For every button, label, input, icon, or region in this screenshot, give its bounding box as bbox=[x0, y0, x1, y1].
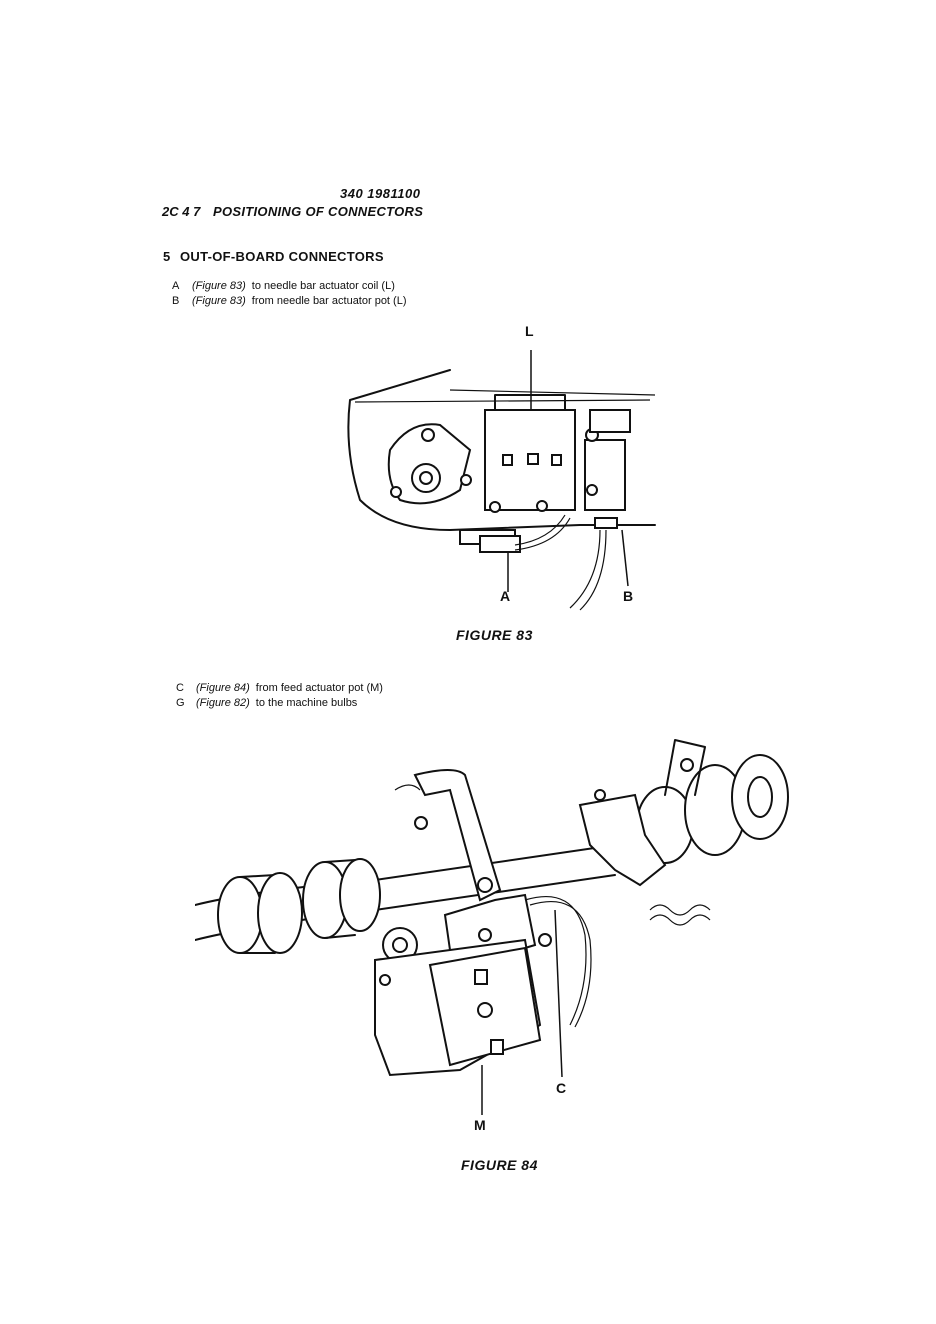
list-item: B(Figure 83) from needle bar actuator pot… bbox=[172, 295, 407, 307]
figure-reference: (Figure 82) bbox=[196, 697, 250, 709]
section-code: 2C 4 7 bbox=[162, 204, 200, 219]
subsection-number: 5 bbox=[163, 249, 170, 264]
item-letter: B bbox=[172, 295, 192, 307]
figure-83-caption: FIGURE 83 bbox=[456, 627, 533, 643]
item-letter: G bbox=[176, 697, 196, 709]
callout-label-c: C bbox=[556, 1080, 566, 1096]
item-text: to needle bar actuator coil (L) bbox=[252, 280, 395, 292]
list-item: G(Figure 82) to the machine bulbs bbox=[176, 697, 357, 709]
list-item: C(Figure 84) from feed actuator pot (M) bbox=[176, 682, 383, 694]
callout-label-a: A bbox=[500, 588, 510, 604]
document-number: 340 1981100 bbox=[340, 186, 420, 201]
item-letter: C bbox=[176, 682, 196, 694]
callout-label-m: M bbox=[474, 1117, 486, 1133]
figure-83-illustration bbox=[330, 340, 660, 620]
subsection-title: OUT-OF-BOARD CONNECTORS bbox=[180, 249, 384, 264]
figure-84-caption: FIGURE 84 bbox=[461, 1157, 538, 1173]
callout-label-b: B bbox=[623, 588, 633, 604]
item-text: to the machine bulbs bbox=[256, 697, 358, 709]
figure-reference: (Figure 84) bbox=[196, 682, 250, 694]
item-letter: A bbox=[172, 280, 192, 292]
figure-reference: (Figure 83) bbox=[192, 295, 246, 307]
list-item: A(Figure 83) to needle bar actuator coil … bbox=[172, 280, 395, 292]
callout-label-l: L bbox=[525, 323, 534, 339]
figure-reference: (Figure 83) bbox=[192, 280, 246, 292]
figure-84-illustration bbox=[195, 735, 795, 1115]
item-text: from needle bar actuator pot (L) bbox=[252, 295, 407, 307]
section-title: POSITIONING OF CONNECTORS bbox=[213, 204, 423, 219]
item-text: from feed actuator pot (M) bbox=[256, 682, 383, 694]
